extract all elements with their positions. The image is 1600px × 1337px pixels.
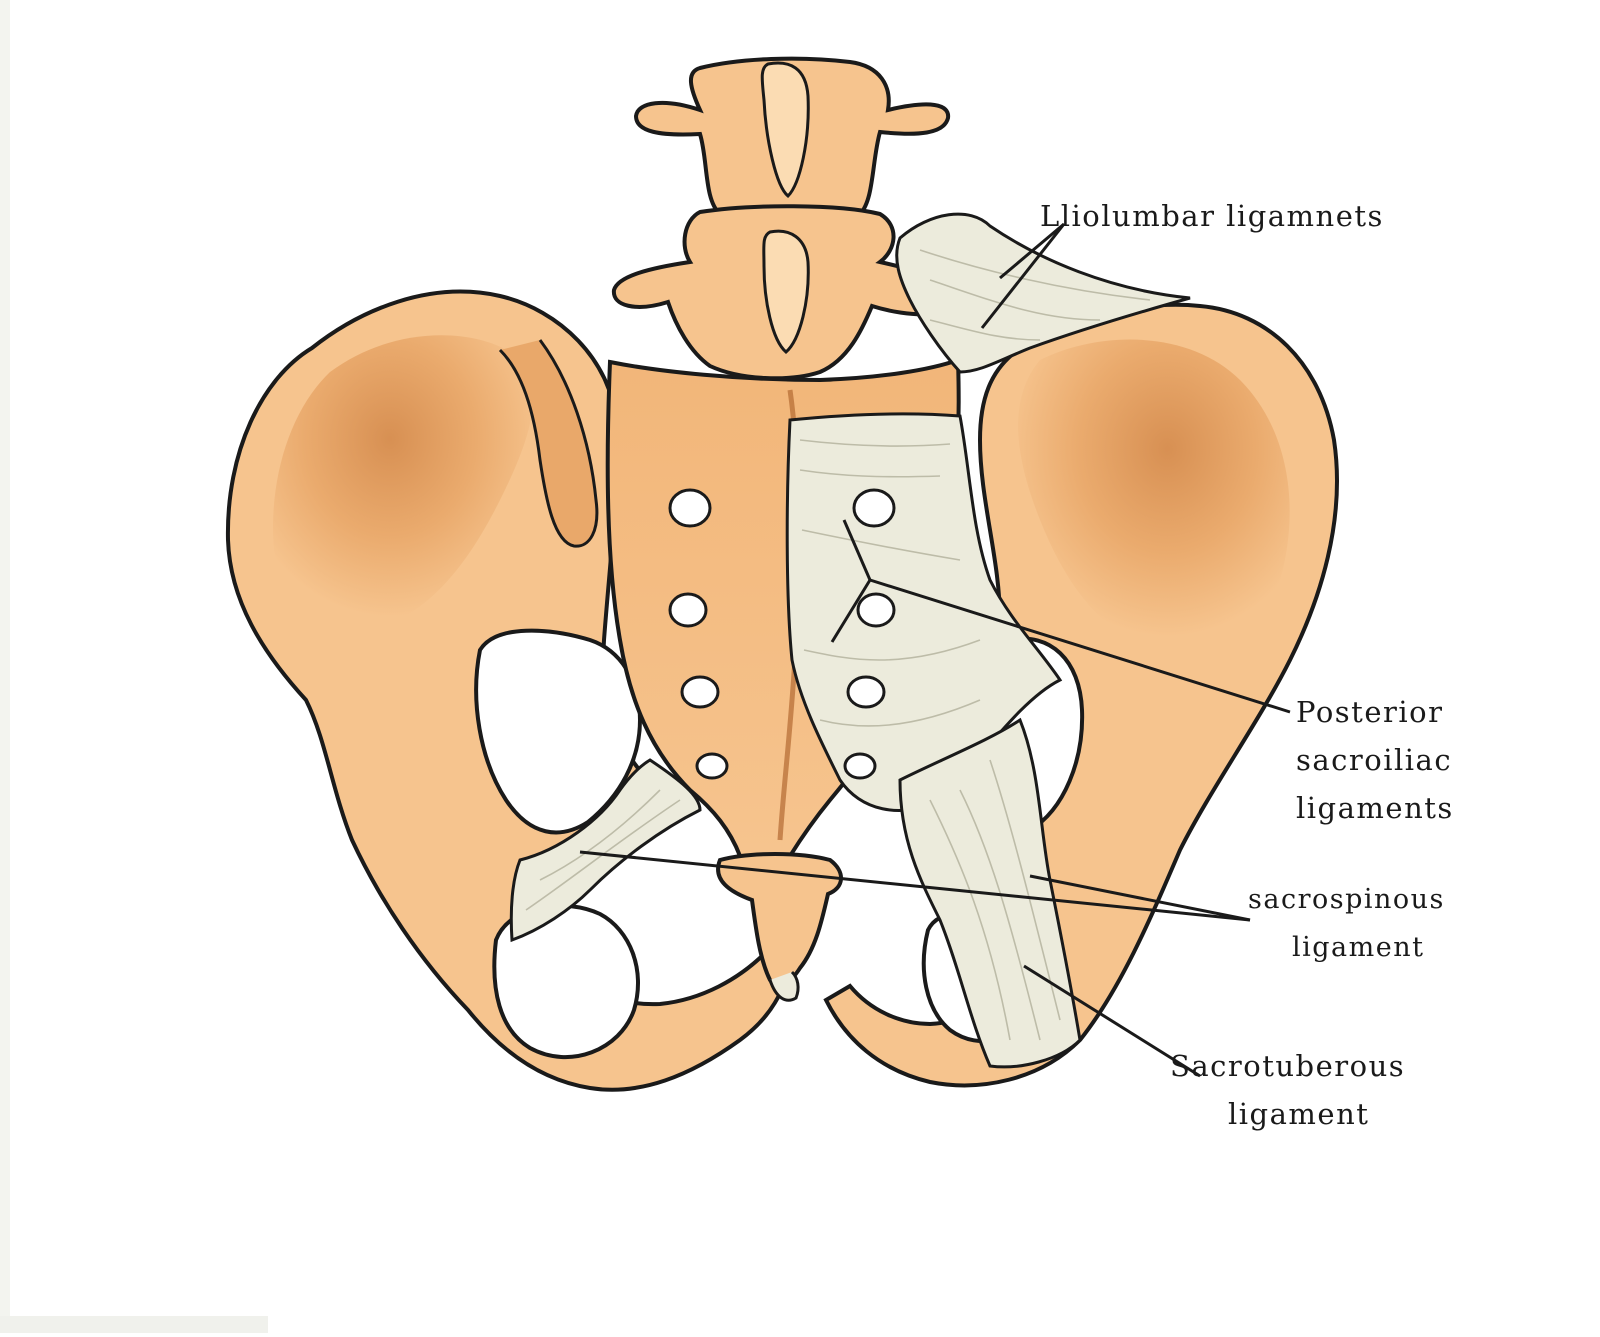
coccyx xyxy=(716,852,843,987)
leader-iliolumbar-a xyxy=(999,222,1065,280)
leader-posterior-c xyxy=(830,579,872,643)
label-sacrospinous-2: ligament xyxy=(1292,932,1424,963)
sacral-foramen-r3 xyxy=(846,675,886,709)
left-iliac-crest xyxy=(498,339,599,548)
leader-sacrospinous-b xyxy=(1029,874,1251,922)
label-posterior-sacroiliac-1: Posterior xyxy=(1296,695,1443,729)
left-edge-strip xyxy=(0,0,10,1333)
label-posterior-sacroiliac-3: ligaments xyxy=(1296,791,1454,825)
label-iliolumbar: Lliolumbar ligamnets xyxy=(1040,199,1384,233)
ligaments xyxy=(509,212,1191,1069)
leader-posterior-b xyxy=(842,519,872,581)
lumbar-vertebrae xyxy=(611,56,960,381)
left-hip-bone xyxy=(225,289,793,1092)
coccyx-tip xyxy=(768,970,800,1002)
label-sacrotuberous-2: ligament xyxy=(1228,1097,1369,1131)
bottom-edge-strip xyxy=(0,1316,268,1333)
right-iliac-fossa xyxy=(1018,339,1290,653)
sacral-foramen-l2 xyxy=(668,592,708,628)
leader-lines xyxy=(579,222,1291,1078)
leader-iliolumbar-b xyxy=(980,223,1066,329)
label-sacrospinous-1: sacrospinous xyxy=(1248,884,1445,915)
left-sciatic-notch xyxy=(474,628,643,835)
sacral-foramen-l3 xyxy=(680,675,720,709)
label-posterior-sacroiliac-2: sacroiliac xyxy=(1296,743,1452,777)
leader-posterior-a xyxy=(869,578,1291,714)
leader-sacrotuberous xyxy=(1023,964,1201,1078)
iliolumbar-ligament-shape xyxy=(895,212,1191,374)
label-sacrotuberous-1: Sacrotuberous xyxy=(1170,1049,1405,1083)
sacral-foramen-l4 xyxy=(695,752,729,780)
sacral-foramen-r1 xyxy=(852,488,896,528)
vertebra-upper-spinous xyxy=(760,61,810,199)
labels: Lliolumbar ligamnets Posterior sacroilia… xyxy=(1040,199,1454,1131)
sacral-foramen-l1 xyxy=(668,488,712,528)
sacral-foramen-r4 xyxy=(843,752,877,780)
sacral-foramen-r2 xyxy=(856,592,896,628)
ligament-fibers xyxy=(525,249,1151,1041)
vertebra-lower-spinous xyxy=(762,229,810,354)
left-iliac-fossa xyxy=(273,335,534,632)
leader-sacrospinous-a xyxy=(579,850,1251,922)
sacrospinous-ligament-left-shape xyxy=(509,758,702,943)
